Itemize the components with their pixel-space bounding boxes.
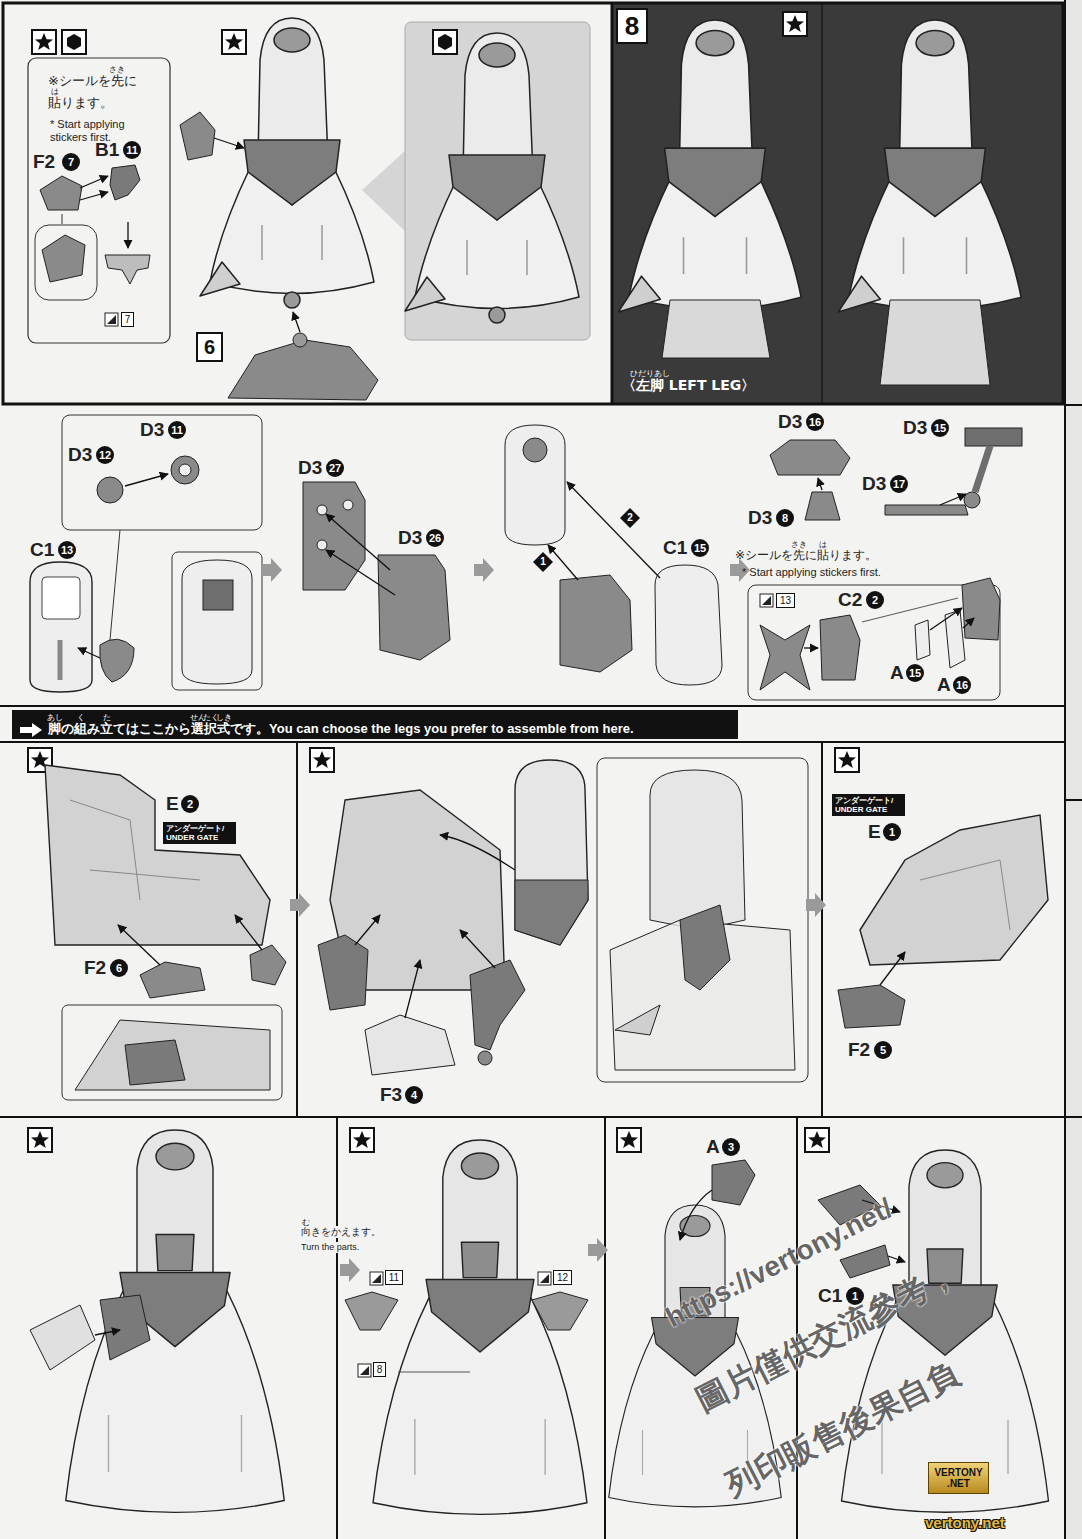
callout-number: 11	[168, 421, 186, 439]
gate-tag: アンダーゲート/ UNDER GATE	[163, 822, 236, 844]
sticker-number: 11	[385, 1270, 403, 1285]
part-code: D3	[298, 458, 322, 478]
furigana: あし	[47, 714, 63, 722]
part-code: C1	[663, 538, 687, 558]
part-code: C2	[838, 590, 862, 610]
part-code: F2	[848, 1040, 870, 1060]
step-number: 8	[616, 8, 648, 44]
furigana: た	[103, 714, 111, 722]
furigana: は	[819, 541, 827, 549]
furigana: む	[302, 1219, 310, 1227]
callout-number: 26	[426, 529, 444, 547]
part-code: D3	[748, 508, 772, 528]
watermark: vertony.net	[925, 1514, 1005, 1531]
view-label: 〈左脚 LEFT LEG〉	[622, 377, 755, 393]
furigana: さき	[791, 541, 807, 549]
sticker-number: 13	[776, 593, 795, 608]
note-text: Turn the parts.	[300, 1242, 360, 1253]
sticker-number-text: 12	[557, 1271, 568, 1284]
step-order-marker: 2	[620, 508, 640, 528]
gate-tag-text: アンダーゲート/ UNDER GATE	[835, 796, 901, 814]
callout-number: 15	[691, 539, 709, 557]
sticker-number-text: 8	[377, 1363, 383, 1376]
callout-number: 12	[96, 446, 114, 464]
part-code: C1	[30, 540, 54, 560]
callout-number: 15	[906, 664, 924, 682]
gate-tag: アンダーゲート/ UNDER GATE	[832, 794, 905, 816]
callout-number: 2	[181, 795, 199, 813]
part-code: F2	[84, 958, 106, 978]
sticker-number-text: 13	[780, 594, 791, 607]
furigana: しき	[216, 714, 232, 722]
part-code: A	[937, 675, 951, 695]
furigana: は	[51, 88, 59, 96]
gate-tag-text: アンダーゲート/ UNDER GATE	[166, 824, 232, 842]
note-text: * Start applying stickers first.	[742, 566, 881, 579]
part-code: F3	[380, 1085, 402, 1105]
callout-number: 7	[62, 153, 80, 171]
callout-number: 2	[866, 591, 884, 609]
step-number-text: 6	[204, 335, 215, 359]
furigana: さき	[109, 66, 125, 74]
part-code: F2	[33, 152, 55, 172]
part-code: C1	[818, 1286, 842, 1306]
note-text: ※シールを先に貼ります。	[735, 548, 877, 563]
callout-number: 16	[953, 676, 971, 694]
callout-number: 3	[722, 1138, 740, 1156]
part-code: D3	[903, 418, 927, 438]
part-code: D3	[862, 474, 886, 494]
callout-number: 6	[110, 959, 128, 977]
part-code: D3	[778, 412, 802, 432]
part-code: D3	[398, 528, 422, 548]
part-code: A	[706, 1137, 720, 1157]
watermark-badge-text: VERTONY .NET	[932, 1467, 986, 1489]
part-code: D3	[68, 445, 92, 465]
sticker-number: 7	[121, 312, 134, 327]
callout-number: 1	[883, 823, 901, 841]
step-number: 6	[196, 332, 223, 362]
callout-number: 4	[405, 1086, 423, 1104]
sticker-number: 12	[553, 1270, 572, 1285]
callout-number: 15	[931, 419, 949, 437]
sticker-number: 8	[373, 1362, 386, 1377]
step-order-marker: 1	[533, 552, 553, 572]
part-code: A	[890, 663, 904, 683]
callout-number: 17	[890, 475, 908, 493]
callout-number: 27	[326, 459, 344, 477]
part-code: E	[868, 822, 881, 842]
callout-number: 5	[874, 1041, 892, 1059]
note-text: 向きをかえます。	[300, 1226, 382, 1238]
watermark-badge: VERTONY .NET	[928, 1462, 989, 1494]
sticker-number-text: 7	[125, 313, 131, 326]
step-number-text: 8	[625, 10, 639, 42]
part-code: D3	[140, 420, 164, 440]
furigana: ひだりあし	[630, 370, 670, 378]
part-code: B1	[95, 140, 119, 160]
callout-number: 16	[806, 413, 824, 431]
callout-number: 8	[776, 509, 794, 527]
sticker-number-text: 11	[389, 1271, 399, 1284]
furigana: く	[77, 714, 85, 722]
callout-number: 13	[58, 541, 76, 559]
section-banner-text: 脚の組み立てはここから選択式です。You can choose the legs…	[48, 721, 634, 736]
section-banner: 脚の組み立てはここから選択式です。You can choose the legs…	[12, 710, 738, 739]
note-text: ※シールを先に貼ります。	[48, 70, 148, 114]
callout-number: 11	[123, 141, 141, 159]
part-code: E	[166, 794, 179, 814]
